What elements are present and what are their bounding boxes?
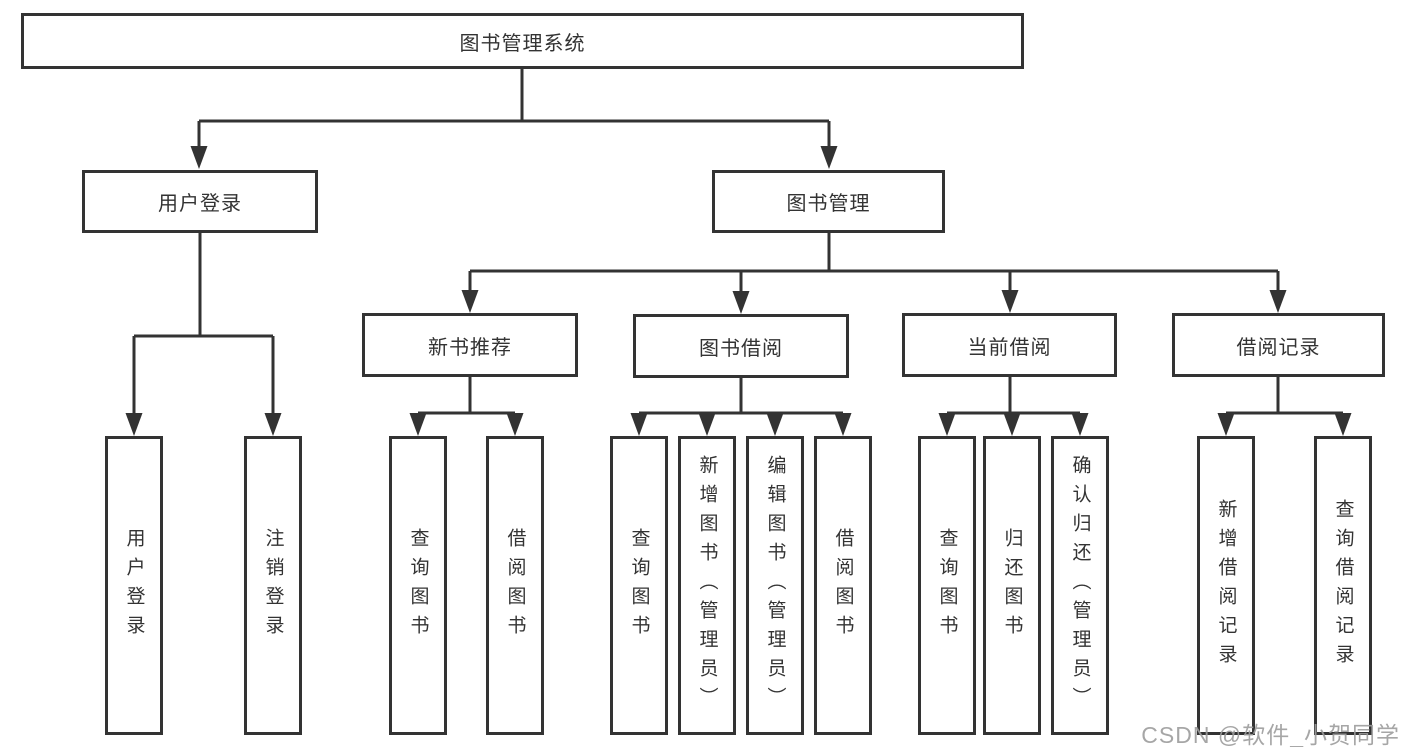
connector-userlogin-to-leaves xyxy=(132,233,275,416)
connector-borrowrecords-to-leaves xyxy=(1226,377,1343,415)
leaf-label: 新增图书（管理员） xyxy=(696,455,718,716)
node-new-book-recommendation: 新书推荐 xyxy=(362,313,578,377)
arrowhead xyxy=(732,291,750,314)
arrowhead xyxy=(1071,413,1089,436)
arrowhead xyxy=(630,413,648,436)
connector-root-to-level2 xyxy=(197,69,831,150)
node-library-management-system: 图书管理系统 xyxy=(21,13,1024,69)
arrowhead xyxy=(409,413,427,436)
leaf-label: 借阅图书 xyxy=(832,527,854,644)
connector-currentborrow-to-leaves xyxy=(947,377,1080,415)
leaf-edit-book-admin: 编辑图书（管理员） xyxy=(746,436,804,735)
leaf-label: 查询图书 xyxy=(936,527,958,644)
arrowhead xyxy=(1001,290,1019,313)
node-current-borrowing: 当前借阅 xyxy=(902,313,1117,377)
arrowhead xyxy=(1003,413,1021,436)
arrowhead xyxy=(190,146,208,169)
arrowhead xyxy=(264,413,282,436)
arrowhead xyxy=(938,413,956,436)
leaf-label: 借阅图书 xyxy=(504,527,526,644)
arrowhead xyxy=(125,413,143,436)
leaf-query-books-rec: 查询图书 xyxy=(389,436,447,735)
node-user-login-group: 用户登录 xyxy=(82,170,318,233)
arrowhead xyxy=(766,413,784,436)
leaf-label: 注销登录 xyxy=(262,527,284,644)
arrowhead xyxy=(1217,413,1235,436)
arrowhead xyxy=(834,413,852,436)
arrowhead xyxy=(820,146,838,169)
leaf-query-borrow-record: 查询借阅记录 xyxy=(1314,436,1372,735)
connector-bookmgmt-to-level3 xyxy=(468,233,1280,296)
leaf-label: 确认归还（管理员） xyxy=(1069,455,1091,716)
leaf-label: 新增借阅记录 xyxy=(1215,498,1237,673)
arrowhead xyxy=(698,413,716,436)
leaf-query-books-borrow: 查询图书 xyxy=(610,436,668,735)
node-book-management: 图书管理 xyxy=(712,170,945,233)
leaf-query-books-current: 查询图书 xyxy=(918,436,976,735)
csdn-watermark: CSDN @软件_小贺同学 xyxy=(1141,722,1400,747)
leaf-user-login: 用户登录 xyxy=(105,436,163,735)
connector-newbookrec-to-leaves xyxy=(418,377,515,415)
connector-bookborrow-to-leaves xyxy=(639,378,843,415)
node-borrowing-records: 借阅记录 xyxy=(1172,313,1385,377)
leaf-confirm-return-admin: 确认归还（管理员） xyxy=(1051,436,1109,735)
arrowhead xyxy=(506,413,524,436)
leaf-label: 查询借阅记录 xyxy=(1332,498,1354,673)
arrowhead xyxy=(461,290,479,313)
leaf-logout: 注销登录 xyxy=(244,436,302,735)
leaf-label: 编辑图书（管理员） xyxy=(764,455,786,716)
arrowhead xyxy=(1334,413,1352,436)
leaf-label: 归还图书 xyxy=(1001,527,1023,644)
leaf-label: 查询图书 xyxy=(628,527,650,644)
leaf-borrow-books: 借阅图书 xyxy=(814,436,872,735)
leaf-add-borrow-record: 新增借阅记录 xyxy=(1197,436,1255,735)
leaf-borrow-books-rec: 借阅图书 xyxy=(486,436,544,735)
node-book-borrowing: 图书借阅 xyxy=(633,314,849,378)
leaf-label: 用户登录 xyxy=(123,527,145,644)
leaf-return-book: 归还图书 xyxy=(983,436,1041,735)
leaf-label: 查询图书 xyxy=(407,527,429,644)
arrowhead xyxy=(1269,290,1287,313)
leaf-add-book-admin: 新增图书（管理员） xyxy=(678,436,736,735)
